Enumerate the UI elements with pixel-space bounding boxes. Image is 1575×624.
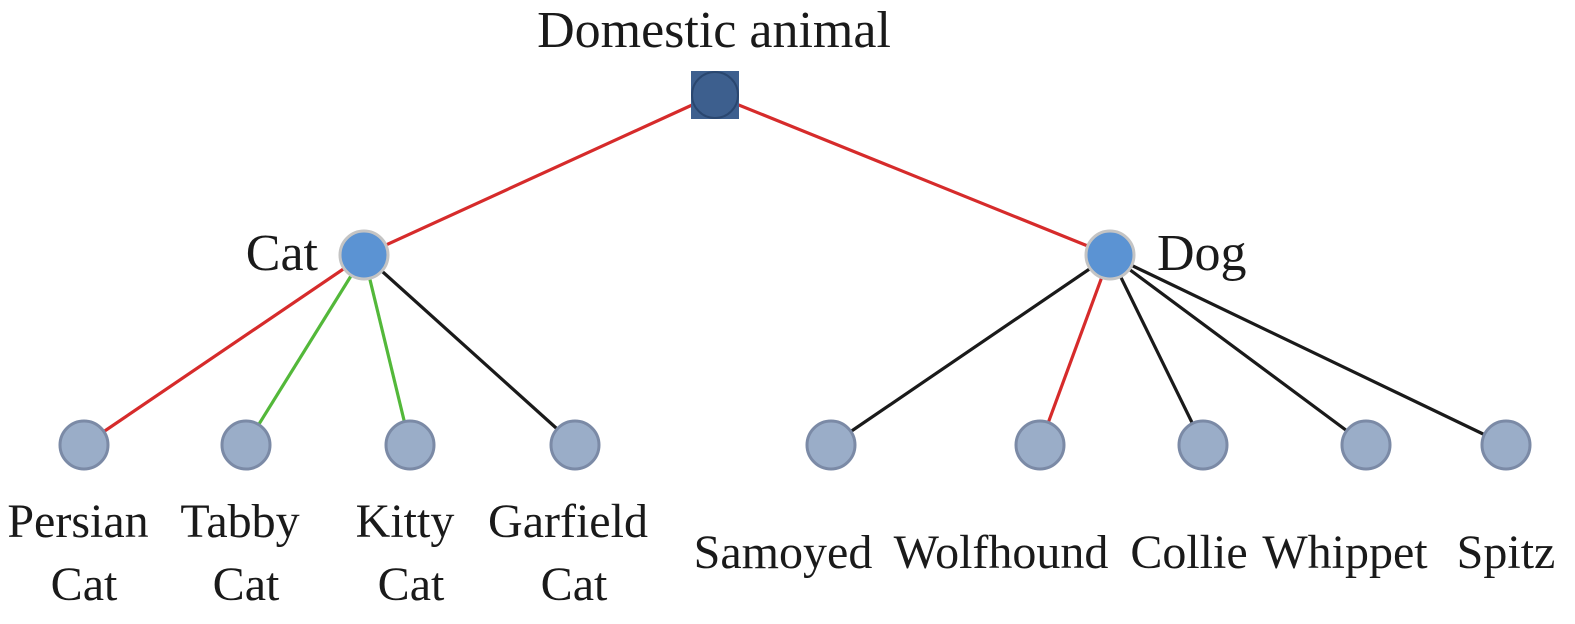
- edge-dog-to-samoyed: [830, 253, 1111, 447]
- leaf-node-samoyed: [805, 419, 857, 471]
- leaf-node-wolfhound: [1014, 419, 1066, 471]
- leaf-node-spitz: [1480, 419, 1532, 471]
- edge-dog-to-collie: [1108, 254, 1205, 446]
- edge-root-to-cat: [363, 93, 715, 257]
- edge-cat-to-tabby-cat: [244, 254, 366, 446]
- leaf-label-wolfhound: Wolfhound: [894, 526, 1109, 579]
- edge-cat-to-garfield-cat: [362, 253, 577, 447]
- leaf-label-line: Cat: [541, 558, 608, 611]
- leaf-node-whippet: [1340, 419, 1392, 471]
- root-label: Domestic animal: [537, 2, 891, 59]
- edge-dog-to-wolfhound: [1038, 254, 1112, 446]
- leaf-node-kitty-cat: [384, 419, 436, 471]
- leaf-label-tabby-cat: Tabby Cat: [180, 495, 311, 611]
- leaf-label-line: Garfield: [488, 495, 648, 548]
- edge-cat-to-kitty-cat: [362, 254, 412, 446]
- group-label-dog: Dog: [1157, 225, 1247, 282]
- group-node-cat: [338, 229, 390, 281]
- leaf-node-collie: [1177, 419, 1229, 471]
- edge-root-to-dog: [713, 93, 1111, 257]
- edge-dog-to-whippet: [1109, 253, 1367, 447]
- leaf-label-line: Cat: [378, 558, 445, 611]
- leaf-label-spitz: Spitz: [1457, 526, 1556, 579]
- leaf-node-garfield-cat: [549, 419, 601, 471]
- leaf-label-whippet: Whippet: [1262, 526, 1428, 579]
- leaf-node-persian-cat: [58, 419, 110, 471]
- group-node-dog: [1084, 229, 1136, 281]
- leaf-label-line: Cat: [51, 558, 118, 611]
- leaf-label-line: Tabby: [180, 495, 299, 548]
- root-node-circle: [691, 71, 739, 119]
- leaf-label-garfield-cat: Garfield Cat: [488, 495, 660, 611]
- leaf-label-line: Persian: [7, 495, 148, 548]
- leaf-label-line: Kitty: [356, 495, 455, 548]
- leaf-label-samoyed: Samoyed: [694, 526, 873, 579]
- edge-cat-to-persian-cat: [83, 253, 365, 447]
- leaf-label-persian-cat: Persian Cat: [7, 495, 160, 611]
- root-node: [691, 71, 739, 119]
- edge-dog-to-spitz: [1109, 253, 1507, 447]
- leaf-label-line: Cat: [213, 558, 280, 611]
- leaf-label-kitty-cat: Kitty Cat: [356, 495, 467, 611]
- group-label-cat: Cat: [246, 225, 319, 282]
- leaf-label-collie: Collie: [1130, 526, 1247, 579]
- leaf-node-tabby-cat: [220, 419, 272, 471]
